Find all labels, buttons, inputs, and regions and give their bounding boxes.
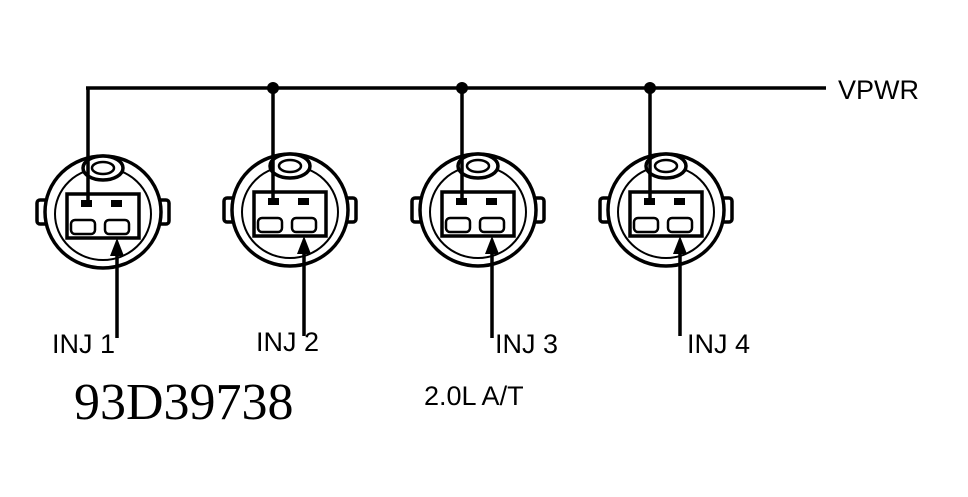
injector-label-2: INJ 2 bbox=[256, 327, 319, 357]
terminal-pin bbox=[666, 216, 694, 234]
terminal-pin bbox=[632, 216, 660, 234]
injector-connectors bbox=[35, 88, 734, 338]
terminal-pin bbox=[444, 216, 472, 234]
injector-connector-2 bbox=[222, 88, 358, 336]
terminal-mark bbox=[674, 198, 685, 205]
terminal-mark bbox=[486, 198, 497, 205]
terminal-pin bbox=[478, 216, 506, 234]
figure-id: 93D39738 bbox=[74, 374, 294, 431]
injector-arrow-head bbox=[297, 236, 311, 254]
locking-tab bbox=[81, 154, 125, 182]
injector-arrow-head bbox=[485, 236, 499, 254]
locking-tab-slot bbox=[465, 158, 491, 174]
locking-tab-slot bbox=[277, 158, 303, 174]
terminal-pin bbox=[256, 216, 284, 234]
injector-label-1: INJ 1 bbox=[52, 329, 115, 359]
terminal-pin bbox=[69, 218, 97, 236]
injector-connector-3 bbox=[410, 88, 546, 338]
terminal-pin bbox=[290, 216, 318, 234]
terminal-mark bbox=[268, 198, 279, 205]
terminal-mark bbox=[81, 200, 92, 207]
locking-tab bbox=[644, 152, 688, 180]
locking-tab bbox=[456, 152, 500, 180]
terminal-mark bbox=[111, 200, 122, 207]
injector-arrow-head bbox=[110, 238, 124, 256]
terminal-mark bbox=[644, 198, 655, 205]
terminal-mark bbox=[298, 198, 309, 205]
terminal-mark bbox=[456, 198, 467, 205]
locking-tab-slot bbox=[653, 158, 679, 174]
terminal-pin bbox=[103, 218, 131, 236]
injector-arrow-head bbox=[673, 236, 687, 254]
injector-label-4: INJ 4 bbox=[687, 329, 750, 359]
vpwr-label: VPWR bbox=[838, 75, 919, 105]
injector-connector-4 bbox=[598, 88, 734, 336]
injector-label-3: INJ 3 bbox=[495, 329, 558, 359]
injector-connector-1 bbox=[35, 88, 171, 338]
configuration-label: 2.0L A/T bbox=[424, 381, 524, 411]
locking-tab-slot bbox=[90, 160, 116, 176]
locking-tab bbox=[268, 152, 312, 180]
